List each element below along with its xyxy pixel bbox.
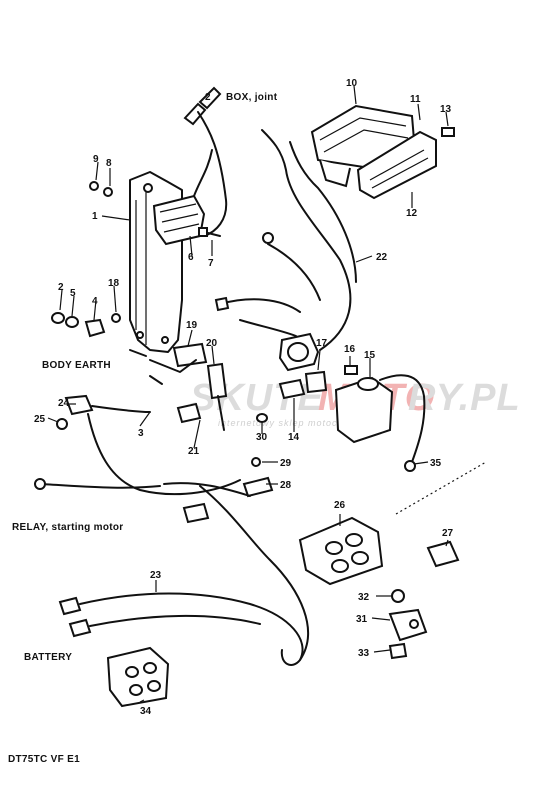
callout-29: 29 bbox=[280, 458, 292, 469]
starter-solenoid bbox=[278, 332, 320, 372]
callout-20: 20 bbox=[206, 338, 218, 349]
callout-25: 25 bbox=[34, 414, 46, 425]
callout-34: 34 bbox=[140, 706, 152, 717]
mounting-bracket bbox=[129, 171, 183, 353]
callout-32: 32 bbox=[358, 592, 370, 603]
leader-lines bbox=[47, 85, 449, 703]
box-joint-connector bbox=[183, 86, 228, 237]
callout-8: 8 bbox=[106, 158, 112, 169]
callout-2: 2 bbox=[58, 282, 64, 293]
screw-7 bbox=[198, 227, 221, 237]
regulator-unit bbox=[152, 149, 213, 246]
label-body-earth: BODY EARTH bbox=[42, 360, 111, 371]
relay-cable bbox=[34, 478, 251, 524]
callout-9: 9 bbox=[93, 154, 99, 165]
callout-18: 18 bbox=[108, 278, 120, 289]
callout-11: 11 bbox=[410, 94, 421, 105]
terminal-boot-26 bbox=[298, 516, 384, 586]
label-battery: BATTERY bbox=[24, 652, 72, 663]
callout-27: 27 bbox=[442, 528, 454, 539]
callout-21: 21 bbox=[188, 446, 200, 457]
callout-13: 13 bbox=[440, 104, 452, 115]
callout-35: 35 bbox=[430, 458, 442, 469]
label-relay-starting-motor: RELAY, starting motor bbox=[12, 522, 124, 533]
callout-4: 4 bbox=[92, 296, 98, 307]
bushings-2-5-4 bbox=[51, 312, 121, 338]
callout-numbers: 1 2 2 3 4 5 6 7 8 9 10 11 12 13 14 15 16… bbox=[34, 78, 454, 717]
callout-7: 7 bbox=[208, 258, 214, 269]
terminal-boot-34 bbox=[106, 646, 170, 708]
clamps bbox=[278, 370, 328, 400]
washers-8-9 bbox=[89, 181, 113, 197]
cap-27 bbox=[426, 540, 460, 568]
callout-23: 23 bbox=[150, 570, 162, 581]
callout-5: 5 bbox=[70, 288, 76, 299]
callout-1: 1 bbox=[92, 211, 98, 222]
callout-15: 15 bbox=[364, 350, 376, 361]
callout-16: 16 bbox=[344, 344, 356, 355]
label-box-joint: BOX, joint bbox=[226, 92, 278, 103]
callout-6: 6 bbox=[188, 252, 194, 263]
callout-10: 10 bbox=[346, 78, 358, 89]
callout-24: 24 bbox=[58, 398, 70, 409]
callout-2-top: 2 bbox=[205, 92, 211, 103]
callout-26: 26 bbox=[334, 500, 346, 511]
watermark-text-c: RY.PL bbox=[408, 377, 521, 419]
relay-bracket bbox=[149, 342, 228, 431]
callout-3: 3 bbox=[138, 428, 144, 439]
text-labels: BOX, joint BODY EARTH RELAY, starting mo… bbox=[8, 92, 278, 765]
callout-12: 12 bbox=[406, 208, 418, 219]
callout-14: 14 bbox=[288, 432, 300, 443]
spiral-tube bbox=[395, 461, 487, 515]
battery-cable bbox=[58, 485, 309, 666]
wiring-harness bbox=[214, 129, 357, 351]
body-earth-cable bbox=[56, 394, 241, 496]
small-hardware bbox=[242, 413, 274, 498]
callout-28: 28 bbox=[280, 480, 292, 491]
label-model-code: DT75TC VF E1 bbox=[8, 754, 80, 765]
arrow-marks bbox=[129, 349, 163, 385]
junction-box bbox=[310, 104, 455, 200]
callout-33: 33 bbox=[358, 648, 370, 659]
starter-relay bbox=[334, 365, 426, 472]
callout-17: 17 bbox=[316, 338, 328, 349]
callout-30: 30 bbox=[256, 432, 268, 443]
terminal-hardware bbox=[388, 589, 428, 660]
callout-22: 22 bbox=[376, 252, 388, 263]
callout-31: 31 bbox=[356, 614, 368, 625]
callout-19: 19 bbox=[186, 320, 198, 331]
